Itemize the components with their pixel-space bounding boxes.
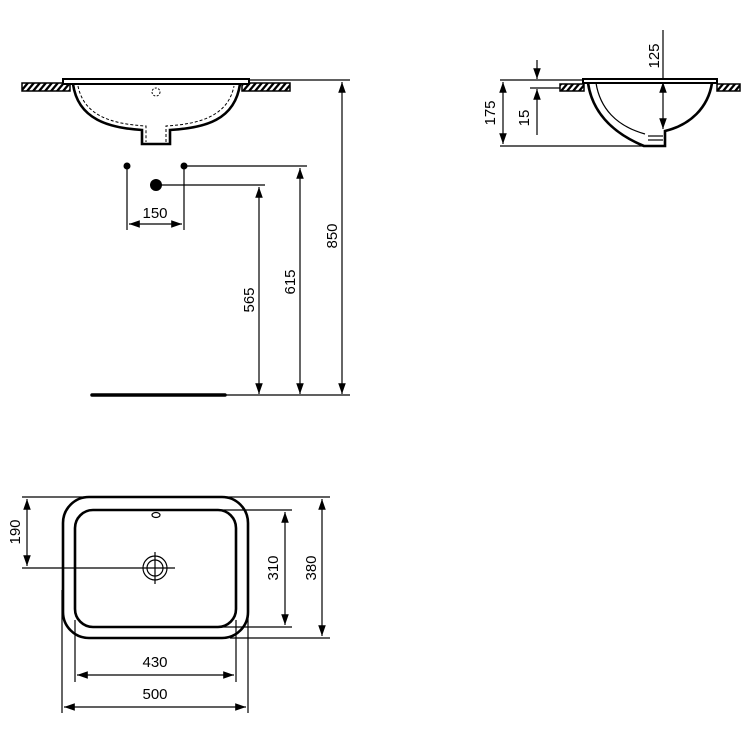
side-bowl — [586, 82, 714, 148]
dim-15: 15 — [516, 110, 533, 127]
side-rim — [582, 78, 718, 84]
dim-310: 310 — [265, 555, 282, 580]
dim-175: 175 — [482, 100, 499, 125]
overflow — [151, 511, 161, 519]
dim-125: 125 — [646, 43, 663, 68]
dim-380: 380 — [303, 555, 320, 580]
countertop-right — [241, 82, 291, 92]
basin-bowl — [71, 83, 242, 146]
overflow-hole — [151, 87, 161, 97]
front-elevation: 150 565 615 850 — [21, 78, 350, 397]
side-elevation: 175 15 125 — [482, 30, 741, 148]
dim-150: 150 — [142, 205, 167, 222]
dim-430: 430 — [142, 654, 167, 671]
basin-rim — [62, 78, 250, 85]
dim-190: 190 — [7, 519, 24, 544]
countertop-left — [21, 82, 71, 92]
plan-view: 190 310 380 430 500 — [7, 495, 330, 713]
dim-850: 850 — [324, 223, 341, 248]
dim-615: 615 — [282, 269, 299, 294]
dim-500: 500 — [142, 686, 167, 703]
dim-565: 565 — [241, 287, 258, 312]
